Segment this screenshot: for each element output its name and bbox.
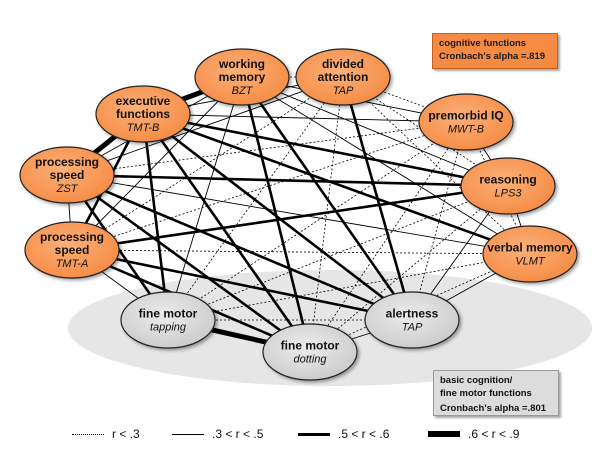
node-ellipse-vm [482,225,578,283]
edge-vm-fmt [167,253,531,321]
node-ps2-title2: speed [55,243,90,257]
node-ale-title1: alertness [386,307,439,321]
node-fmt-title1: fine motor [139,307,198,321]
node-div-sub: TAP [333,85,354,97]
node-ellipse-fmt [120,291,216,349]
node-fmt-sub: tapping [150,322,187,334]
edge-piq-ps2 [71,121,467,251]
node-ps2-sub: TMT-A [56,258,89,270]
node-wm-title2: memory [219,70,266,84]
legend-swatch-heavy [428,431,460,437]
edge-exec-vm [142,112,531,256]
edge-rea-fmd [309,185,509,353]
function-nodes: executivefunctionsTMT-BworkingmemoryBZTd… [19,48,578,381]
legend-label-thin: .3 < r < .5 [212,427,264,441]
node-ps2-title1: processing [40,230,104,244]
cognitive-functions-label: cognitive functions [439,38,527,49]
edge-wm-rea [241,76,509,187]
edge-wm-vm [241,76,531,255]
correlation-network: executivefunctionsTMT-BworkingmemoryBZTd… [19,48,592,386]
legend-item-thick: .5 < r < .6 [298,426,389,442]
edge-ps1-vm [66,174,531,255]
legend-swatch-dotted [72,433,104,435]
node-ellipse-fmd [262,323,358,381]
basic-cognition-box: basic cognition/ fine motor functions Cr… [433,370,559,416]
edge-div-ale [341,76,414,321]
node-exec-sub: TMT-B [127,122,160,134]
edge-ps1-rea [66,173,509,188]
node-ellipse-exec [95,85,191,143]
node-ellipse-piq [418,93,514,151]
node-fmd-sub: dotting [293,354,327,366]
legend-item-thin: .3 < r < .5 [172,426,263,442]
edge-ps1-ale [66,173,413,322]
node-ps1-title2: speed [50,168,85,182]
basic-cognition-label-1: basic cognition/ [440,375,513,386]
edge-rea-fmt [167,185,509,321]
node-ellipse-rea [460,157,556,215]
edge-div-ps2 [71,76,344,251]
node-ps1-title1: processing [35,155,99,169]
legend-label-heavy: .6 < r < .9 [468,427,520,441]
node-div-title1: divided [322,57,364,71]
node-ellipse-ps2 [24,221,120,279]
edge-wm-fmd [240,76,312,353]
edge-exec-fmt [141,113,170,321]
edge-wm-ale [240,76,414,321]
basic-cognition-label-2: fine motor functions [440,388,532,399]
node-piq-title1: premorbid IQ [428,109,503,123]
node-exec-title2: functions [116,107,170,121]
node-exec-title1: executive [116,94,171,108]
cognitive-alpha-label: Cronbach's alpha =.819 [439,51,546,62]
legend-swatch-thick [298,432,330,436]
node-vm-title1: verbal memory [487,241,573,255]
node-ellipse-wm [194,48,290,106]
edge-div-ps1 [66,76,344,176]
edge-exec-fmd [141,113,312,353]
legend-swatch-thin [172,433,204,435]
legend: r < .3 .3 < r < .5 .5 < r < .6 .6 < r < … [0,422,600,448]
node-ellipse-div [295,48,391,106]
node-wm-sub: BZT [232,85,254,97]
edge-ps1-fmd [66,173,311,354]
edge-piq-ps1 [66,121,467,176]
legend-item-heavy: .6 < r < .9 [428,426,519,442]
legend-item-dotted: r < .3 [72,426,140,442]
node-ellipse-ps1 [19,146,115,204]
basic-alpha-label: Cronbach's alpha =.801 [440,403,547,414]
node-ps1-sub: ZST [56,183,79,195]
node-piq-sub: MWT-B [448,124,484,136]
node-fmd-title1: fine motor [281,339,340,353]
edge-ps2-vm [71,249,531,255]
edge-ps2-ale [71,248,413,322]
legend-label-dotted: r < .3 [112,427,140,441]
edge-div-fmt [167,76,344,321]
node-rea-sub: LPS3 [495,188,523,200]
legend-label-thick: .5 < r < .6 [338,427,390,441]
edge-rea-ps2 [71,184,509,252]
node-rea-title1: reasoning [479,173,536,187]
node-ellipse-ale [364,291,460,349]
node-vm-sub: VLMT [515,256,546,268]
node-ale-sub: TAP [402,322,423,334]
node-wm-title1: working [218,57,265,71]
cognitive-functions-box: cognitive functions Cronbach's alpha =.8… [432,33,558,69]
edge-exec-piq [142,113,467,123]
node-div-title2: attention [318,70,369,84]
